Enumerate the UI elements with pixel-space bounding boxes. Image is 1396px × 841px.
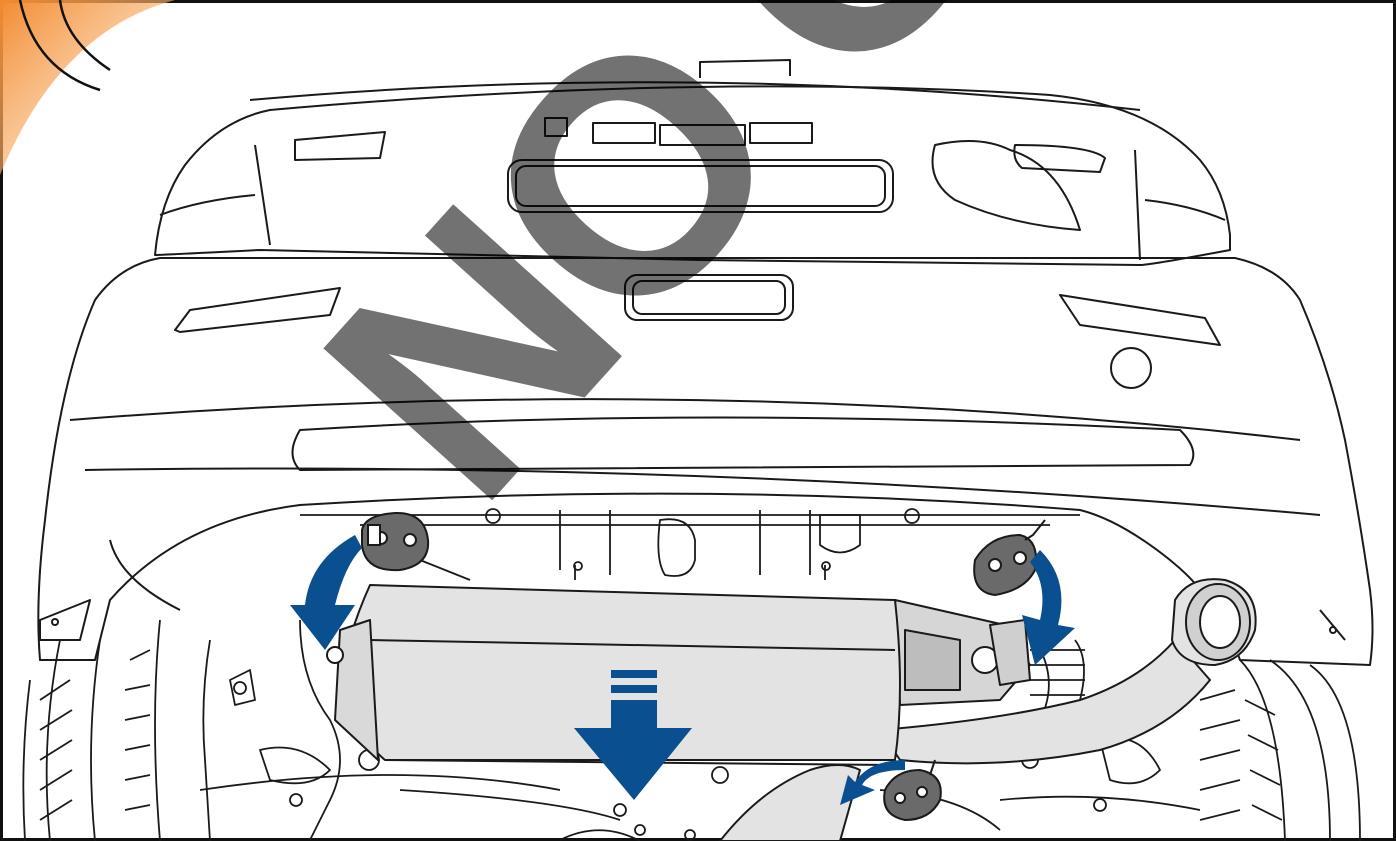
- curved-arrow-left-icon: [840, 760, 905, 805]
- curved-arrow-down-icon: [290, 535, 362, 650]
- rear-bumper: [37, 59, 1374, 666]
- rubber-hanger-left: [361, 511, 430, 572]
- corner-swoosh-icon: [0, 0, 175, 175]
- curved-arrow-down-icon: [1022, 550, 1075, 665]
- down-arrow-icon: [574, 670, 692, 800]
- rubber-hanger-right: [973, 519, 1046, 597]
- exhaust-pipe: [719, 578, 1257, 841]
- rubber-hanger-bottom: [883, 759, 942, 822]
